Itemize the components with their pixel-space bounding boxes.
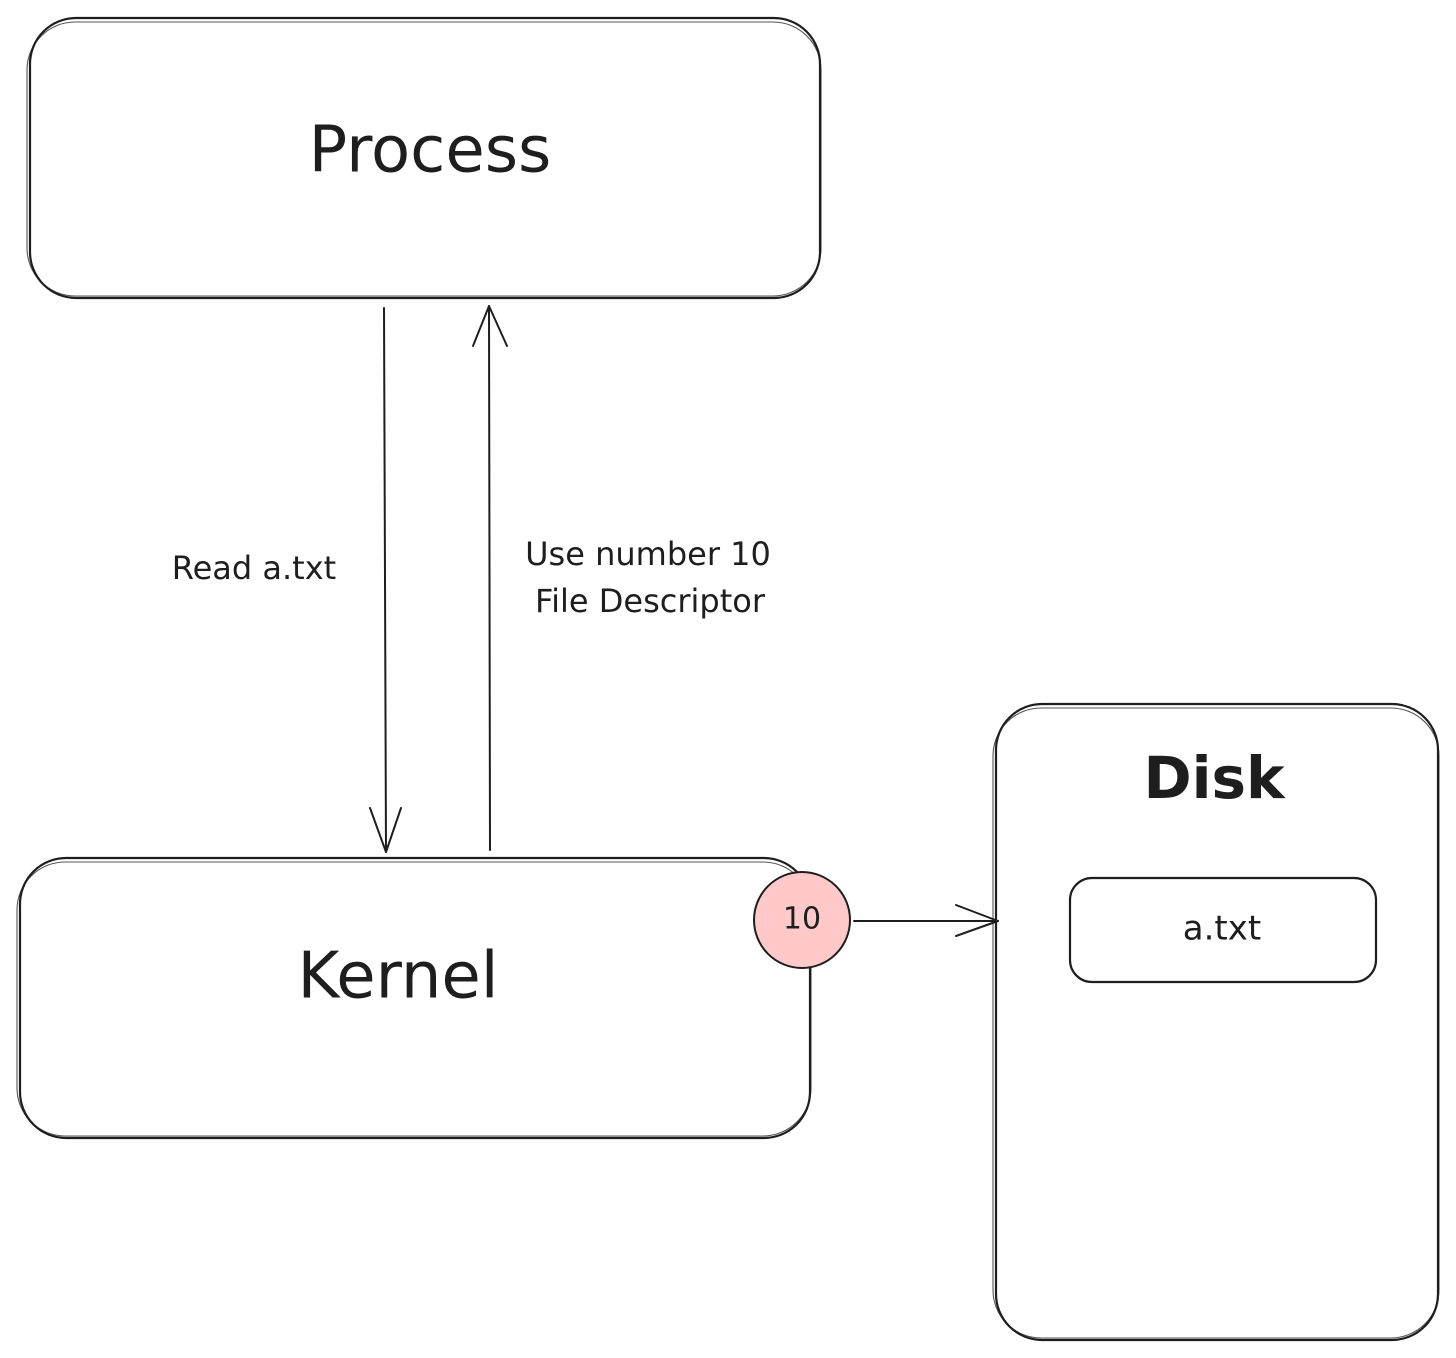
process-box: [28, 16, 822, 300]
response-arrow-line: [488, 305, 491, 851]
descriptor-badge: 10: [753, 871, 851, 969]
file-box: [1068, 876, 1378, 984]
process-label: Process: [309, 114, 552, 188]
descriptor-arrow: [853, 904, 999, 937]
descriptor-arrow-head: [955, 904, 999, 937]
request-arrow: Read a.txt: [172, 307, 402, 853]
disk-node: Disk: [992, 702, 1440, 1342]
kernel-node: Kernel: [16, 856, 812, 1140]
file-node: a.txt: [1068, 876, 1378, 984]
disk-label: Disk: [1143, 744, 1286, 812]
disk-box-sketch-stroke: [992, 707, 1440, 1339]
response-label-line-1: Use number 10: [525, 535, 771, 573]
file-label: a.txt: [1183, 909, 1261, 949]
kernel-box-sketch-stroke: [16, 861, 812, 1137]
descriptor-badge-circle: [753, 871, 851, 969]
disk-box: [994, 702, 1440, 1342]
request-label: Read a.txt: [172, 549, 336, 587]
kernel-box: [18, 856, 812, 1140]
response-arrow-head: [472, 305, 508, 347]
process-box-sketch-stroke: [26, 21, 822, 297]
request-arrow-line: [383, 307, 387, 853]
response-label-line-2: File Descriptor: [535, 582, 766, 620]
response-arrow: Use number 10 File Descriptor: [472, 305, 771, 851]
process-node: Process: [26, 16, 822, 300]
kernel-label: Kernel: [297, 940, 498, 1014]
request-arrow-head: [369, 807, 402, 853]
descriptor-badge-label: 10: [783, 902, 821, 937]
